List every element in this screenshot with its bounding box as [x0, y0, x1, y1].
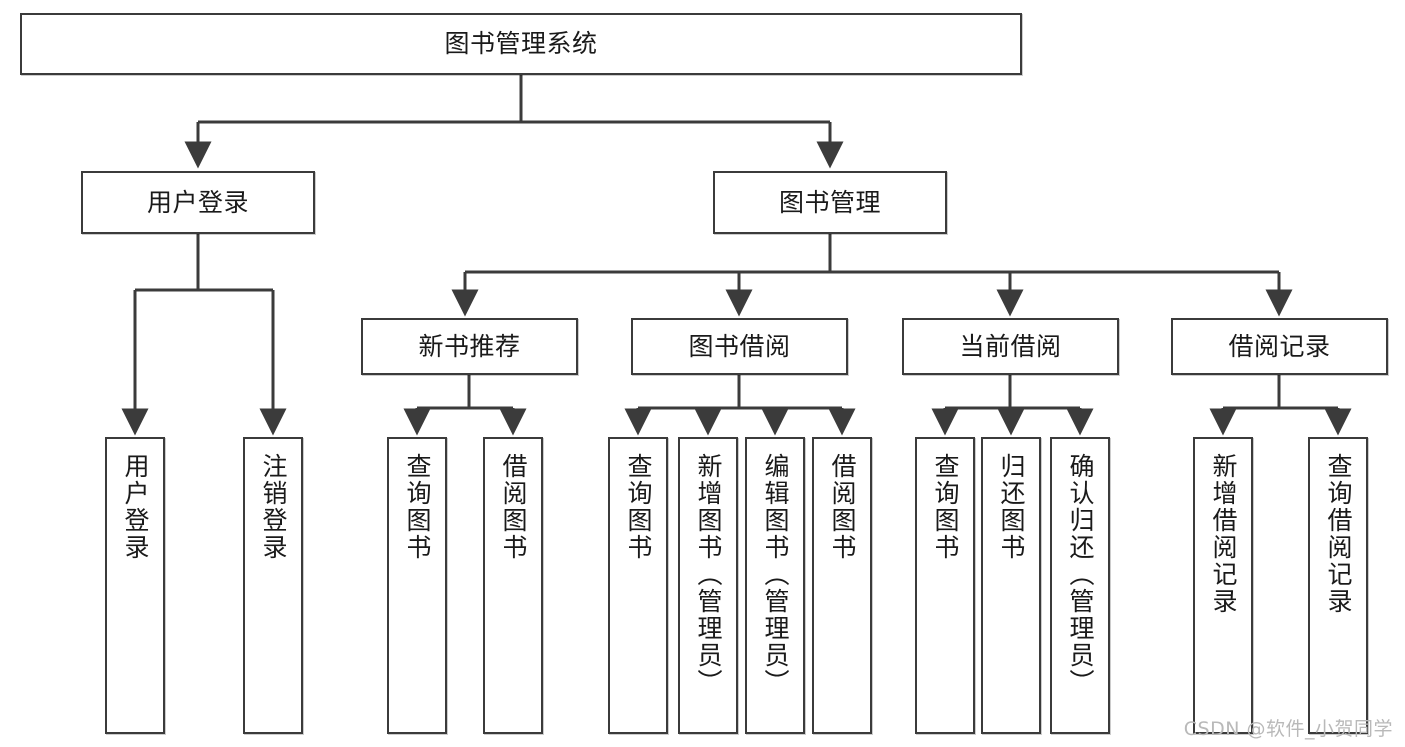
- node-leaf-borrow-book-1-label: 借阅图书: [499, 453, 528, 561]
- node-book-manage[interactable]: 图书管理: [713, 171, 947, 234]
- node-leaf-add-record[interactable]: 新增借阅记录: [1193, 437, 1253, 734]
- node-borrow-record[interactable]: 借阅记录: [1171, 318, 1388, 375]
- node-leaf-query-book-3-label: 查询图书: [931, 453, 960, 561]
- node-new-book-rec-label: 新书推荐: [418, 331, 521, 361]
- node-leaf-borrow-book-2-label: 借阅图书: [828, 453, 857, 561]
- node-leaf-query-book-2[interactable]: 查询图书: [608, 437, 668, 734]
- node-new-book-rec[interactable]: 新书推荐: [361, 318, 578, 375]
- node-leaf-add-record-label: 新增借阅记录: [1209, 453, 1238, 615]
- node-leaf-return-book-label: 归还图书: [997, 453, 1026, 561]
- node-leaf-borrow-book-2[interactable]: 借阅图书: [812, 437, 872, 734]
- node-leaf-query-book-3[interactable]: 查询图书: [915, 437, 975, 734]
- node-leaf-query-book-1[interactable]: 查询图书: [387, 437, 447, 734]
- node-leaf-edit-book[interactable]: 编辑图书（管理员）: [745, 437, 805, 734]
- node-leaf-add-book[interactable]: 新增图书（管理员）: [678, 437, 738, 734]
- node-leaf-confirm-return[interactable]: 确认归还（管理员）: [1050, 437, 1110, 734]
- node-leaf-logout[interactable]: 注销登录: [243, 437, 303, 734]
- node-leaf-user-login[interactable]: 用户登录: [105, 437, 165, 734]
- node-current-borrow-label: 当前借阅: [959, 331, 1062, 361]
- node-user-login[interactable]: 用户登录: [81, 171, 315, 234]
- node-leaf-query-book-1-label: 查询图书: [403, 453, 432, 561]
- node-current-borrow[interactable]: 当前借阅: [902, 318, 1119, 375]
- node-leaf-user-login-label: 用户登录: [121, 453, 150, 561]
- node-leaf-return-book[interactable]: 归还图书: [981, 437, 1041, 734]
- node-book-borrow[interactable]: 图书借阅: [631, 318, 848, 375]
- node-leaf-query-record-label: 查询借阅记录: [1324, 453, 1353, 615]
- node-book-borrow-label: 图书借阅: [688, 331, 791, 361]
- node-leaf-borrow-book-1[interactable]: 借阅图书: [483, 437, 543, 734]
- node-leaf-confirm-return-label: 确认归还（管理员）: [1066, 453, 1095, 696]
- node-root-label: 图书管理系统: [444, 29, 598, 59]
- node-leaf-query-book-2-label: 查询图书: [624, 453, 653, 561]
- node-leaf-query-record[interactable]: 查询借阅记录: [1308, 437, 1368, 734]
- node-leaf-logout-label: 注销登录: [259, 453, 288, 561]
- watermark-text: CSDN @软件_小贺同学: [1183, 718, 1393, 740]
- node-book-manage-label: 图书管理: [778, 187, 881, 217]
- node-leaf-add-book-label: 新增图书（管理员）: [694, 453, 723, 696]
- node-borrow-record-label: 借阅记录: [1228, 331, 1331, 361]
- node-root[interactable]: 图书管理系统: [20, 13, 1022, 75]
- node-user-login-label: 用户登录: [146, 187, 249, 217]
- node-leaf-edit-book-label: 编辑图书（管理员）: [761, 453, 790, 696]
